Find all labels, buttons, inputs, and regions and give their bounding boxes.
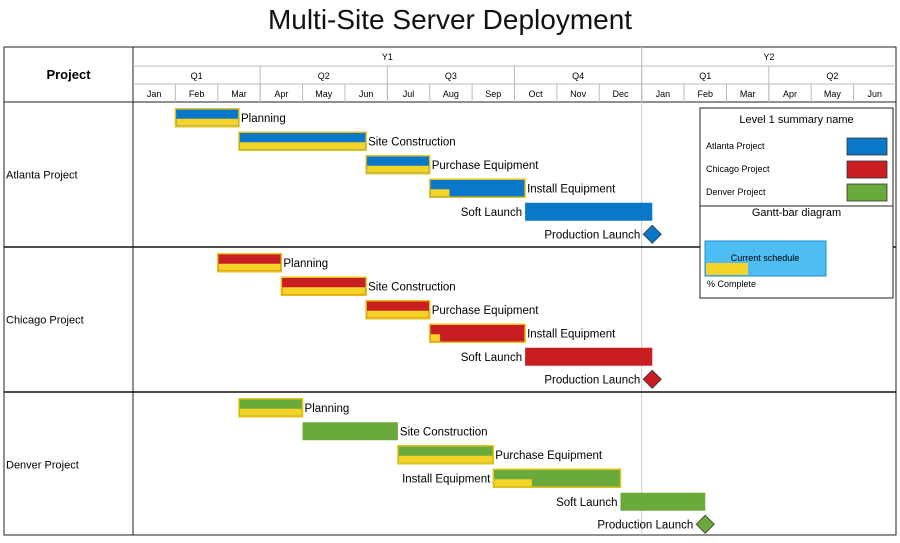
task-label: Site Construction xyxy=(400,426,488,438)
task-progress xyxy=(494,479,532,487)
year-label: Y2 xyxy=(763,52,774,62)
month-label: Oct xyxy=(529,89,544,99)
chart-frame xyxy=(3,46,897,536)
task-label: Purchase Equipment xyxy=(495,450,603,462)
task-bar xyxy=(428,323,526,343)
legend-diagram-title: Gantt-bar diagram xyxy=(752,207,841,219)
quarter-label: Q2 xyxy=(826,71,838,81)
task-label: Site Construction xyxy=(368,281,456,293)
month-label: Nov xyxy=(570,89,587,99)
month-label: Mar xyxy=(740,89,756,99)
quarter-label: Q4 xyxy=(572,71,584,81)
task-label: Soft Launch xyxy=(556,497,617,509)
milestone-marker xyxy=(642,224,662,244)
legend-swatch xyxy=(846,137,888,156)
task-bar xyxy=(428,178,526,198)
task-progress xyxy=(239,408,302,416)
month-label: Jan xyxy=(656,89,671,99)
task-progress xyxy=(430,189,450,197)
month-label: Jan xyxy=(147,89,162,99)
task-progress xyxy=(367,310,429,318)
task-bar xyxy=(620,492,706,511)
milestone-marker xyxy=(642,369,662,389)
month-label: Jun xyxy=(359,89,374,99)
task-label: Planning xyxy=(305,403,350,415)
quarter-label: Q1 xyxy=(699,71,711,81)
quarter-label: Q2 xyxy=(318,71,330,81)
group-label: Atlanta Project xyxy=(6,170,78,182)
year-label: Y1 xyxy=(382,52,393,62)
milestone-label: Production Launch xyxy=(544,229,640,241)
legend-swatch xyxy=(846,183,888,202)
month-label: Apr xyxy=(783,89,797,99)
group-label: Chicago Project xyxy=(6,315,84,327)
month-label: Dec xyxy=(612,89,629,99)
legend-sample-progress xyxy=(706,263,748,275)
task-progress xyxy=(430,334,441,342)
month-label: Aug xyxy=(443,89,459,99)
task-label: Soft Launch xyxy=(461,207,522,219)
month-label: Jun xyxy=(868,89,883,99)
task-label: Planning xyxy=(241,113,286,125)
task-progress xyxy=(239,142,366,150)
legend-swatch xyxy=(846,160,888,179)
month-label: May xyxy=(824,89,842,99)
task-label: Purchase Equipment xyxy=(432,160,540,172)
legend-item-label: Chicago Project xyxy=(706,164,770,174)
chart-title: Multi-Site Server Deployment xyxy=(267,4,633,35)
legend-summary-title: Level 1 summary name xyxy=(739,114,853,126)
group-label: Denver Project xyxy=(6,460,79,472)
task-progress xyxy=(176,118,238,126)
task-label: Install Equipment xyxy=(527,328,616,340)
month-label: Apr xyxy=(274,89,288,99)
task-label: Site Construction xyxy=(368,136,456,148)
task-bar xyxy=(525,202,653,221)
task-label: Planning xyxy=(283,258,328,270)
quarter-label: Q3 xyxy=(445,71,457,81)
legend-item-label: Atlanta Project xyxy=(706,141,765,151)
month-label: Feb xyxy=(189,89,205,99)
task-label: Install Equipment xyxy=(527,183,616,195)
month-label: Mar xyxy=(231,89,247,99)
milestone-marker xyxy=(695,514,715,534)
quarter-label: Q1 xyxy=(191,71,203,81)
task-progress xyxy=(398,455,493,463)
legend-item-label: Denver Project xyxy=(706,187,766,197)
milestone-label: Production Launch xyxy=(544,374,640,386)
legend-sample-label: Current schedule xyxy=(731,253,800,263)
month-label: Feb xyxy=(697,89,713,99)
row-header-label: Project xyxy=(46,67,91,82)
task-progress xyxy=(367,165,429,173)
task-label: Soft Launch xyxy=(461,352,522,364)
task-bar xyxy=(525,347,653,366)
milestone-label: Production Launch xyxy=(597,519,693,531)
task-progress xyxy=(218,263,281,271)
month-label: Sep xyxy=(485,89,501,99)
task-bar xyxy=(302,422,398,441)
month-label: May xyxy=(315,89,333,99)
month-label: Jul xyxy=(403,89,415,99)
task-progress xyxy=(282,287,366,295)
task-label: Purchase Equipment xyxy=(432,305,540,317)
task-label: Install Equipment xyxy=(402,473,491,485)
legend-complete-label: % Complete xyxy=(707,279,756,289)
